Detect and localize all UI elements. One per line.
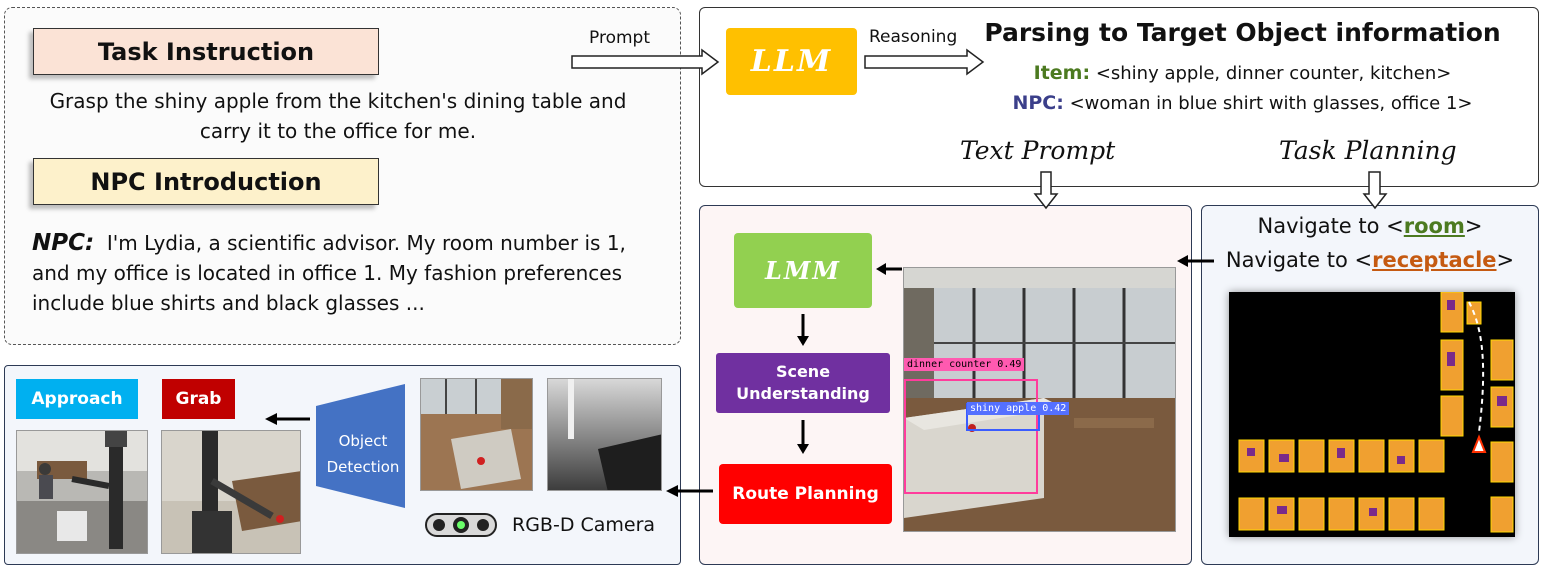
nav-room-target: room	[1403, 214, 1465, 238]
navigation-map	[1229, 291, 1515, 537]
nav-receptacle-prefix: Navigate to <	[1225, 248, 1373, 272]
npc-line: NPC: <woman in blue shirt with glasses, …	[940, 92, 1545, 114]
rgbd-camera-label: RGB-D Camera	[512, 514, 656, 536]
npc-introduction-text: NPC: I'm Lydia, a scientific advisor. My…	[32, 228, 662, 318]
npc-introduction-title: NPC Introduction	[33, 158, 379, 205]
prompt-label: Prompt	[589, 28, 650, 48]
task-planning-label: Task Planning	[1279, 136, 1457, 165]
nav-room-line: Navigate to <room>	[1203, 214, 1537, 238]
nav-receptacle-suffix: >	[1496, 248, 1515, 272]
parse-title: Parsing to Target Object information	[984, 18, 1501, 47]
nav-room-suffix: >	[1464, 214, 1483, 238]
nav-receptacle-line: Navigate to <receptacle>	[1203, 248, 1537, 272]
object-detection-label: Object Detection	[326, 432, 400, 476]
item-value: <shiny apple, dinner counter, kitchen>	[1095, 63, 1452, 84]
nav-receptacle-target: receptacle	[1372, 248, 1497, 272]
text-prompt-label: Text Prompt	[960, 136, 1116, 165]
rgb-image	[420, 378, 533, 491]
grab-block: Grab	[162, 379, 235, 419]
task-instruction-title: Task Instruction	[33, 28, 379, 75]
lmm-block: LMM	[734, 233, 872, 308]
npc-key: NPC:	[1012, 92, 1064, 114]
grab-image	[161, 430, 301, 554]
depth-scene	[548, 379, 661, 490]
kitchen-detection-image	[903, 267, 1176, 532]
detection-label-apple: shiny apple 0.42	[967, 402, 1070, 415]
approach-block: Approach	[16, 379, 138, 419]
grab-scene	[162, 431, 300, 553]
reasoning-label: Reasoning	[869, 27, 958, 47]
rgbd-camera-icon	[425, 513, 497, 537]
llm-block: LLM	[726, 28, 857, 95]
detection-label-counter: dinner counter 0.49	[904, 358, 1025, 371]
item-key: Item:	[1033, 62, 1091, 84]
depth-image	[547, 378, 662, 491]
approach-scene	[17, 431, 147, 553]
rgb-scene	[421, 379, 532, 490]
object-detection-trapezoid	[316, 384, 405, 508]
npc-value: <woman in blue shirt with glasses, offic…	[1069, 93, 1473, 114]
semantic-map	[1229, 291, 1515, 537]
npc-description: I'm Lydia, a scientific advisor. My room…	[32, 231, 626, 315]
scene-understanding-block: Scene Understanding	[716, 353, 890, 413]
nav-room-prefix: Navigate to <	[1257, 214, 1404, 238]
kitchen-scene	[904, 268, 1175, 531]
item-line: Item: <shiny apple, dinner counter, kitc…	[940, 62, 1545, 84]
approach-image	[16, 430, 148, 554]
npc-label: NPC:	[32, 230, 95, 256]
route-planning-block: Route Planning	[719, 464, 892, 524]
task-instruction-text: Grasp the shiny apple from the kitchen's…	[49, 89, 627, 143]
